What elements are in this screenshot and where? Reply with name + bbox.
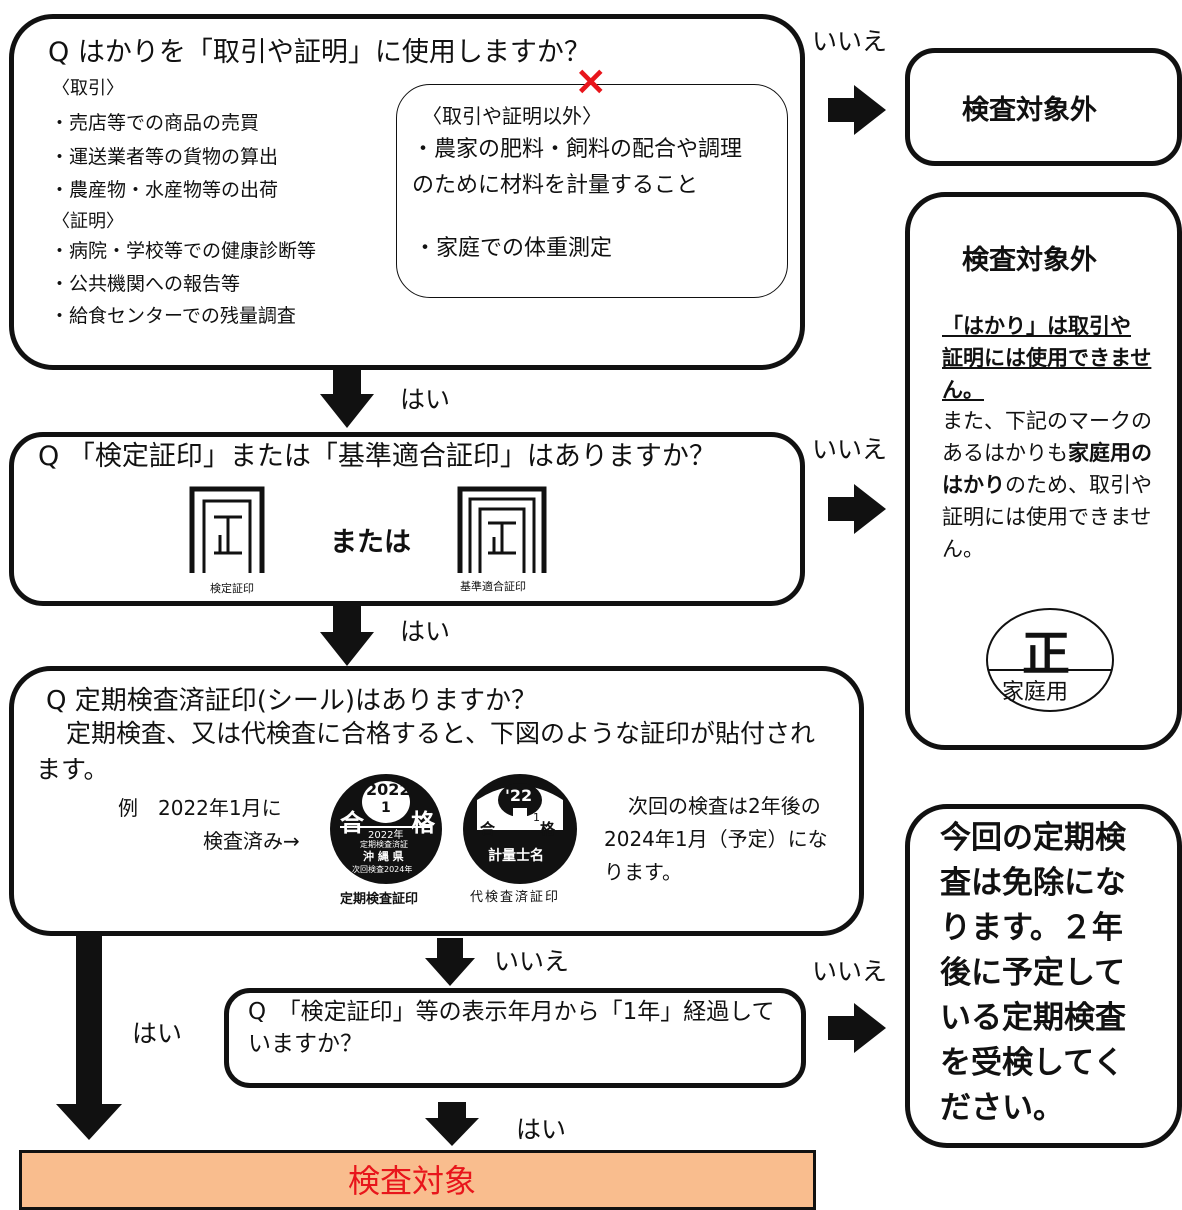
arrow-down-icon <box>425 1102 479 1146</box>
arrow-down-icon <box>320 606 374 666</box>
example-line2: 検査済み→ <box>203 829 300 853</box>
example-line1: 例 2022年1月に <box>118 796 282 820</box>
excluded-note: また、下記のマークのあるはかりも家庭用のはかりのため、取引や証明には使用できませ… <box>942 405 1157 565</box>
seal2-caption: 代検査済証印 <box>470 890 561 905</box>
q1-shomei-item: ・公共機関への報告等 <box>50 273 241 295</box>
excluded-note-post: のため、取引や証明には使用できません。 <box>942 473 1152 561</box>
seal1-sub4: 次回検査2024年 <box>352 865 413 874</box>
q3-description: 定期検査、又は代検査に合格すると、下図のような証印が貼付されます。 <box>36 719 816 784</box>
seal1-sub1: 2022年 <box>368 830 404 841</box>
result-excluded-box <box>905 48 1182 166</box>
seal1-right: 格 <box>411 809 435 837</box>
kijun-seal-label: 基準適合証印 <box>460 580 526 593</box>
q2-box <box>9 432 805 606</box>
result-exempt-box <box>905 804 1182 1148</box>
q1-other-heading: 〈取引や証明以外〉 <box>422 104 602 128</box>
seal2-right: 格 <box>540 820 556 838</box>
excluded-warning: 「はかり」は取引や 証明には使用できません。 <box>942 314 1152 402</box>
substitute-seal-icon <box>463 774 577 884</box>
q1-other-item: ・家庭での体重測定 <box>414 236 613 261</box>
seal1-sub3: 沖 縄 県 <box>363 850 404 863</box>
yes-label: はい <box>400 385 451 414</box>
seal1-month: 1 <box>381 800 391 816</box>
excluded-note-pre: また、下記のマークのあるはかりも <box>942 409 1152 465</box>
yes-label: はい <box>516 1115 567 1144</box>
q3-box <box>9 666 864 936</box>
next-inspection-note: 次回の検査は2年後の2024年1月（予定）になります。 <box>604 794 828 884</box>
seal2-month: 1 <box>533 811 540 824</box>
arrow-down-icon <box>320 370 374 428</box>
seal2-name: 計量士名 <box>488 848 544 864</box>
kijun-seal-icon <box>457 486 547 573</box>
no-label: いいえ <box>812 27 888 56</box>
q3-question: Q 定期検査済証印(シール)はありますか？ <box>46 686 538 716</box>
q1-other-box <box>396 84 788 298</box>
inspection-seal-icon <box>330 774 442 884</box>
no-label: いいえ <box>812 957 888 986</box>
result-target-label: 検査対象 <box>348 1162 477 1200</box>
kentei-seal-icon <box>189 486 265 573</box>
result-excluded-label: 検査対象外 <box>962 95 1097 126</box>
household-mark-bottom: 家庭用 <box>1002 680 1069 705</box>
no-label: いいえ <box>494 947 570 976</box>
seal1-caption: 定期検査証印 <box>340 892 419 907</box>
arrow-right-icon <box>828 85 886 135</box>
q4-box <box>224 988 806 1088</box>
result-target-box <box>19 1150 816 1210</box>
q1-box <box>9 14 805 370</box>
arrow-down-icon <box>56 936 122 1140</box>
q1-shomei-item: ・病院・学校等での健康診断等 <box>50 240 317 262</box>
q2-question: Q 「検定証印」または「基準適合証印」はありますか？ <box>38 441 716 472</box>
arrow-down-icon <box>425 938 475 986</box>
seal1-sub2: 定期検査済証 <box>360 840 408 849</box>
q4-question: Q 「検定証印」等の表示年月から「1年」経過していますか？ <box>248 999 775 1057</box>
q1-torihiki-item: ・売店等での商品の売買 <box>50 112 260 134</box>
or-label: または <box>330 527 411 558</box>
seal2-left: 合 <box>480 820 496 838</box>
yes-label: はい <box>400 617 451 646</box>
arrow-right-icon <box>828 1003 886 1053</box>
q1-torihiki-heading: 〈取引〉 <box>52 78 124 99</box>
seal1-left: 合 <box>340 809 364 837</box>
q1-torihiki-item: ・運送業者等の貨物の算出 <box>50 146 279 168</box>
q1-shomei-item: ・給食センターでの残量調査 <box>50 305 296 327</box>
seal2-year: '22 <box>505 786 533 805</box>
q1-other-item: ・農家の肥料・飼料の配合や調理のために材料を計量すること <box>412 137 743 198</box>
seal1-year: 2022 <box>366 780 411 799</box>
q1-torihiki-item: ・農産物・水産物等の出荷 <box>50 179 279 201</box>
q1-shomei-heading: 〈証明〉 <box>52 211 124 232</box>
q1-question: Q はかりを「取引や証明」に使用しますか？ <box>48 37 591 68</box>
excluded-note-bold: 家庭用のはかり <box>942 441 1152 497</box>
arrow-right-icon <box>828 484 886 534</box>
result-excluded-detail-title: 検査対象外 <box>962 245 1097 276</box>
household-mark-top: 正 <box>1022 626 1071 682</box>
kentei-seal-label: 検定証印 <box>210 582 254 595</box>
cross-mark: × <box>574 58 608 104</box>
yes-label: はい <box>132 1019 183 1048</box>
result-exempt-text: 今回の定期検査は免除になります。２年後に予定している定期検査を受検してください。 <box>940 820 1126 1126</box>
no-label: いいえ <box>812 435 888 464</box>
household-mark-icon <box>986 608 1114 712</box>
